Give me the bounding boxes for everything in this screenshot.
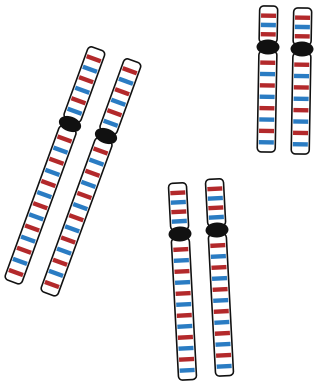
band-blue bbox=[176, 302, 191, 307]
band-red bbox=[260, 83, 275, 88]
band-blue bbox=[217, 364, 232, 369]
band-red bbox=[176, 291, 191, 296]
band-blue bbox=[171, 200, 186, 205]
band-blue bbox=[172, 219, 187, 224]
band-red bbox=[213, 287, 228, 292]
band-red bbox=[294, 62, 309, 67]
band-blue bbox=[260, 72, 275, 77]
band-red bbox=[261, 32, 276, 37]
band-blue bbox=[294, 96, 309, 101]
band-blue bbox=[214, 320, 229, 325]
band-red bbox=[293, 108, 308, 113]
band-blue bbox=[209, 215, 224, 220]
band-red bbox=[208, 205, 223, 210]
band-red bbox=[173, 247, 188, 252]
band-blue bbox=[175, 280, 190, 285]
band-blue bbox=[178, 346, 193, 351]
band-blue bbox=[261, 23, 276, 28]
p-arm-bands bbox=[295, 15, 310, 38]
band-red bbox=[214, 309, 229, 314]
band-red bbox=[295, 34, 310, 39]
band-blue bbox=[293, 119, 308, 124]
band-blue bbox=[212, 276, 227, 281]
band-blue bbox=[211, 254, 226, 259]
band-red bbox=[216, 353, 231, 358]
band-red bbox=[211, 265, 226, 270]
q-arm bbox=[257, 51, 277, 152]
band-blue bbox=[294, 74, 309, 79]
band-blue bbox=[293, 142, 308, 147]
band-red bbox=[171, 209, 186, 214]
band-red bbox=[259, 129, 274, 134]
band-red bbox=[260, 60, 275, 65]
band-blue bbox=[180, 368, 195, 373]
band-blue bbox=[259, 117, 274, 122]
band-red bbox=[177, 313, 192, 318]
band-red bbox=[294, 85, 309, 90]
band-blue bbox=[174, 258, 189, 263]
band-red bbox=[210, 243, 225, 248]
band-blue bbox=[260, 94, 275, 99]
band-red bbox=[170, 190, 185, 195]
band-red bbox=[178, 335, 193, 340]
band-red bbox=[207, 186, 222, 191]
band-red bbox=[215, 331, 230, 336]
p-arm-bands bbox=[261, 13, 276, 36]
band-red bbox=[261, 13, 276, 18]
band-blue bbox=[213, 298, 228, 303]
band-red bbox=[293, 131, 308, 136]
band-blue bbox=[259, 140, 274, 145]
band-blue bbox=[295, 25, 310, 30]
band-blue bbox=[208, 196, 223, 201]
q-arm bbox=[291, 53, 311, 154]
band-red bbox=[295, 15, 310, 20]
band-red bbox=[179, 357, 194, 362]
band-blue bbox=[215, 342, 230, 347]
band-red bbox=[174, 269, 189, 274]
band-red bbox=[259, 106, 274, 111]
band-blue bbox=[177, 324, 192, 329]
